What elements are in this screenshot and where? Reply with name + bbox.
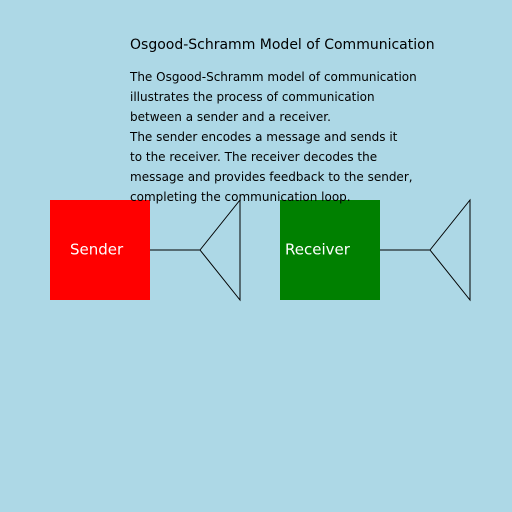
description-line: illustrates the process of communication [130,90,375,104]
description-line: completing the communication loop. [130,190,351,204]
description-line: The Osgood-Schramm model of communicatio… [130,70,417,84]
diagram-title: Osgood-Schramm Model of Communication [130,37,435,53]
description-line: between a sender and a receiver. [130,110,331,124]
description-line: The sender encodes a message and sends i… [130,130,398,144]
description-line: to the receiver. The receiver decodes th… [130,150,378,164]
sender-encoder-triangle [199,198,241,302]
sender-box [50,200,150,300]
diagram-description: The Osgood-Schramm model of communicatio… [130,67,417,207]
sender-label: Sender [70,241,124,259]
receiver-label: Receiver [285,241,351,259]
description-line: message and provides feedback to the sen… [130,170,413,184]
receiver-decoder-triangle [429,198,471,302]
receiver-box [280,200,380,300]
